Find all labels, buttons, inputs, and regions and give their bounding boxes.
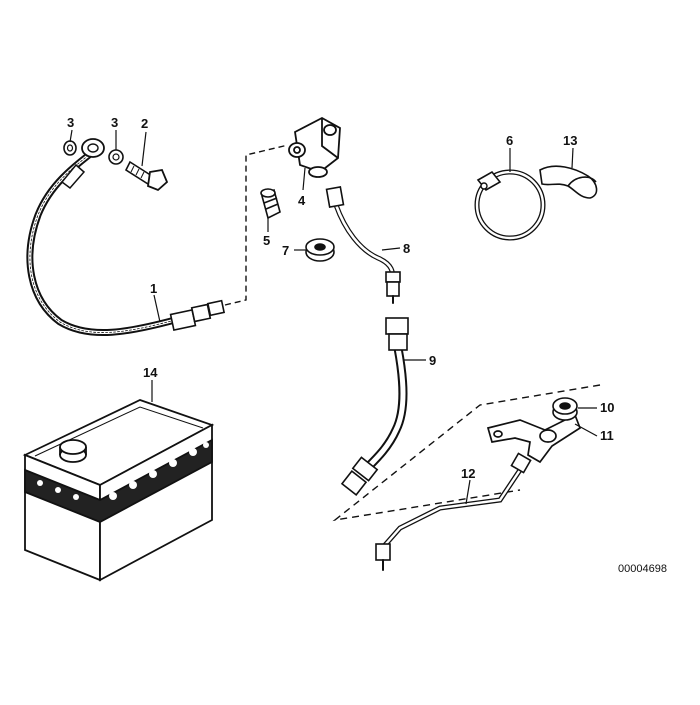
- dashed-outline-lower-right: [332, 384, 601, 522]
- part-12-brake-pipe: [375, 452, 532, 571]
- callout-4: 4: [298, 193, 306, 208]
- part-3-washer-right: [108, 149, 124, 165]
- part-5-bleed-screw: [260, 188, 281, 220]
- part-11-bracket: [486, 413, 582, 464]
- callout-9: 9: [429, 353, 436, 368]
- part-10-grommet: [552, 397, 578, 421]
- callout-3-left: 3: [67, 115, 74, 130]
- diagram-reference-number: 00004698: [618, 563, 667, 575]
- callout-12: 12: [461, 466, 475, 481]
- battery-cell-dots: [37, 442, 209, 500]
- part-14-battery: [22, 399, 215, 582]
- dashed-connection-line-1-4: [224, 144, 289, 306]
- callout-1: 1: [150, 281, 157, 296]
- part-3-washer-left: [63, 140, 77, 156]
- part-7-grommet: [305, 238, 335, 262]
- part-9-brake-hose: [340, 317, 409, 496]
- callout-7: 7: [282, 243, 289, 258]
- part-8-brake-line: [325, 185, 401, 304]
- part-13-rubber-cap: [539, 165, 598, 199]
- part-4-t-piece: [288, 116, 341, 178]
- leader-lines: [69, 129, 598, 505]
- callout-11: 11: [600, 428, 614, 443]
- callout-14: 14: [143, 365, 158, 380]
- callout-3-right: 3: [111, 115, 118, 130]
- callout-10: 10: [600, 400, 614, 415]
- callout-5: 5: [263, 233, 270, 248]
- part-2-banjo-bolt: [124, 160, 169, 192]
- part-1-brake-hose: [26, 138, 226, 337]
- callout-labels: 3 3 2 1 4 5 7 8 9 6 13 10 11 12 14: [67, 115, 614, 481]
- part-6-hose-clamp: [474, 169, 546, 241]
- callout-2: 2: [141, 116, 148, 131]
- callout-6: 6: [506, 133, 513, 148]
- callout-8: 8: [403, 241, 410, 256]
- callout-13: 13: [563, 133, 577, 148]
